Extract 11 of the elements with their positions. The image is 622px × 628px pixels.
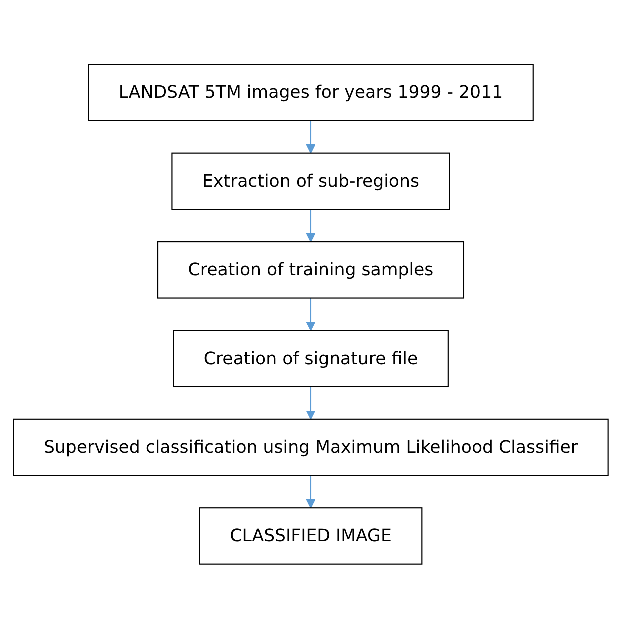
- node-box: Extraction of sub-regions: [172, 152, 450, 210]
- arrow: [306, 475, 316, 508]
- node-box: Creation of signature file: [173, 330, 449, 387]
- node-box: Creation of training samples: [157, 241, 465, 298]
- arrow: [306, 120, 316, 154]
- arrow: [306, 298, 316, 331]
- node-box: CLASSIFIED IMAGE: [199, 507, 423, 564]
- arrow: [306, 209, 316, 242]
- node-box: Supervised classification using Maximum Likelihood Classifier: [13, 418, 609, 476]
- node-box: LANDSAT 5TM images for years 1999 - 2011: [88, 64, 534, 121]
- arrow: [306, 386, 316, 420]
